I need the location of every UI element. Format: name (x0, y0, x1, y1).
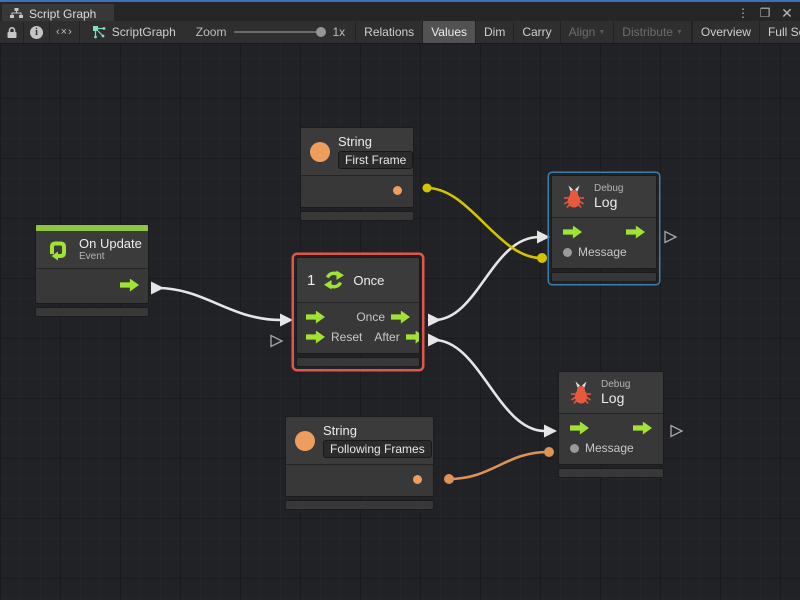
graph-canvas[interactable]: On Update Event String First Frame (0, 44, 800, 600)
message-input-port[interactable] (570, 443, 579, 453)
string-value-field[interactable]: First Frame (338, 151, 413, 169)
after-output-port[interactable] (405, 330, 419, 344)
node-footer (296, 357, 420, 367)
event-accent-strip (36, 225, 148, 231)
node-title: String (323, 423, 357, 438)
node-title: Log (601, 390, 625, 406)
flow-output-port[interactable] (120, 278, 139, 292)
dim-button[interactable]: Dim (476, 21, 515, 43)
bug-icon (562, 185, 586, 209)
carry-button[interactable]: Carry (514, 21, 561, 43)
once-count: 1 (307, 271, 316, 289)
once-output-port[interactable] (391, 310, 410, 324)
port-label-once: Once (356, 310, 385, 324)
zoom-slider-handle[interactable] (316, 27, 327, 37)
align-button[interactable]: Align▼ (561, 21, 615, 43)
relations-button[interactable]: Relations (356, 21, 424, 43)
window-menu-icon[interactable]: ⋮ (737, 6, 749, 20)
string-type-icon (295, 430, 315, 451)
node-title: Log (594, 194, 618, 210)
update-loop-icon (45, 237, 71, 263)
breadcrumb[interactable]: ScriptGraph (80, 21, 186, 43)
flow-input-port[interactable] (563, 225, 582, 239)
flow-input-port[interactable] (570, 421, 589, 435)
node-footer (285, 500, 434, 510)
window-maximize-icon[interactable]: ❐ (759, 6, 771, 20)
connection-wires (151, 183, 684, 484)
node-debug-log-top[interactable]: Debug Log Message (549, 173, 659, 284)
node-kind: Debug (601, 379, 631, 390)
reset-input-port[interactable] (306, 330, 325, 344)
port-label-message: Message (578, 245, 627, 259)
flow-output-port[interactable] (626, 225, 645, 239)
node-title: String (338, 134, 372, 149)
flow-wire-arrowheads-c (428, 333, 557, 438)
tab-script-graph[interactable]: Script Graph (2, 4, 114, 23)
node-on-update-event[interactable]: On Update Event (33, 222, 151, 319)
tab-label: Script Graph (29, 6, 97, 21)
zoom-control: Zoom 1x (186, 21, 357, 43)
port-label-reset: Reset (331, 330, 363, 344)
script-graph-icon (92, 25, 106, 39)
value-wire-string-to-debugtop (422, 183, 547, 263)
flow-wire-arrowheads-a (151, 281, 293, 327)
node-string-first-frame[interactable]: String First Frame (298, 125, 416, 223)
info-button[interactable]: i (24, 21, 50, 43)
node-debug-log-bottom[interactable]: Debug Log Message (556, 369, 666, 480)
port-label-message: Message (585, 441, 634, 455)
node-footer (35, 307, 149, 317)
flow-wire-onupdate-to-once (156, 286, 282, 322)
port-label-after: After (374, 330, 400, 344)
value-output-port[interactable] (413, 475, 422, 484)
code-view-button[interactable]: ‹×› (50, 21, 80, 43)
node-footer (551, 272, 657, 282)
node-string-following-frames[interactable]: String Following Frames (283, 414, 436, 512)
breadcrumb-graph-name: ScriptGraph (111, 25, 176, 39)
flow-wire-once-to-debugbottom (433, 338, 546, 433)
flow-output-port[interactable] (633, 421, 652, 435)
zoom-label: Zoom (195, 25, 227, 39)
window-titlebar: Script Graph ⋮ ❐ ✕ (0, 0, 800, 23)
node-footer (558, 468, 664, 478)
bug-icon (569, 381, 593, 405)
node-once[interactable]: 1 Once Once (294, 255, 422, 369)
graph-hierarchy-icon (10, 8, 23, 19)
value-wire-string-to-debugbottom (444, 447, 554, 484)
values-button[interactable]: Values (423, 21, 476, 43)
string-value-field[interactable]: Following Frames (323, 440, 432, 458)
flow-input-port[interactable] (306, 310, 325, 324)
window-close-icon[interactable]: ✕ (781, 4, 793, 21)
node-title: On Update (79, 236, 142, 251)
message-input-port[interactable] (563, 247, 572, 257)
node-footer (300, 211, 414, 221)
zoom-slider[interactable] (234, 27, 327, 37)
overview-button[interactable]: Overview (691, 21, 760, 43)
value-output-port[interactable] (393, 186, 402, 195)
code-icon: ‹×› (56, 26, 73, 38)
lock-button[interactable] (0, 21, 24, 43)
repeat-arrows-icon (323, 269, 345, 291)
graph-toolbar: i ‹×› ScriptGraph Zoom 1x Relations Valu… (0, 21, 800, 44)
node-kind: Debug (594, 183, 624, 194)
full-screen-button[interactable]: Full Screen (767, 25, 800, 39)
string-type-icon (310, 141, 330, 162)
info-icon: i (30, 25, 43, 39)
chevron-down-icon: ▼ (598, 28, 606, 36)
node-subtitle: Event (79, 251, 105, 262)
distribute-button[interactable]: Distribute▼ (614, 21, 692, 43)
flow-wire-arrowheads-b (428, 230, 550, 327)
lock-icon (6, 26, 18, 39)
chevron-down-icon: ▼ (675, 28, 683, 36)
unconnected-port-triangles (270, 230, 684, 438)
flow-wire-once-to-debugtop (433, 235, 540, 322)
node-title: Once (353, 272, 385, 288)
zoom-value: 1x (332, 25, 346, 39)
